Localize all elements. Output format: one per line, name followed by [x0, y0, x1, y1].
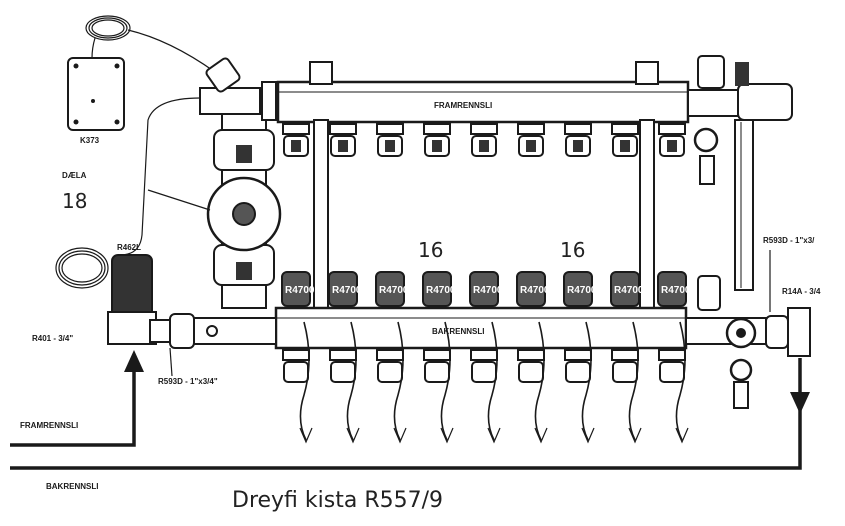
zone-count-right: 16 [560, 238, 585, 262]
loop-pipe [675, 321, 689, 444]
supply-outlet [282, 123, 310, 157]
pump-label: DÆLA [62, 171, 87, 180]
return-outlet [470, 349, 498, 383]
loop-pipe [487, 321, 501, 444]
return-cap-label: R4700 [520, 285, 550, 296]
loop-pipe [628, 321, 642, 444]
supply-outlet [611, 123, 639, 157]
supply-end-fittings [687, 55, 793, 291]
return-outlet [517, 349, 545, 383]
return-outlet [376, 349, 404, 383]
supply-outlet [329, 123, 357, 157]
return-right-fittings [685, 275, 811, 409]
supply-manifold: FRAMRENNSLI [276, 61, 690, 124]
return-outlet [282, 349, 310, 383]
return-cap-label: R4700 [426, 285, 456, 296]
supply-inlet-label: FRAMRENNSLI [20, 421, 78, 430]
return-outlets [282, 349, 686, 383]
sensor-box: K373 [67, 57, 125, 145]
return-manifold: BAKRENNSLI [274, 306, 688, 350]
return-cap: R4700 [422, 271, 456, 307]
return-cap-label: R4700 [332, 285, 362, 296]
return-cap-label: R4700 [473, 285, 503, 296]
return-cap-label: R4700 [567, 285, 597, 296]
return-bar-label: BAKRENNSLI [432, 327, 484, 336]
main-pipes [10, 350, 810, 470]
return-cap-label: R4700 [614, 285, 644, 296]
loop-pipe [346, 321, 360, 444]
capillary-coil-left [55, 247, 109, 289]
valve-right-label: R14A - 3/4 [782, 287, 821, 296]
pump-assembly [147, 107, 282, 309]
return-cap: R4700 [375, 271, 409, 307]
capillary-line [119, 97, 201, 256]
return-outlet [329, 349, 357, 383]
return-cap: R4700 [610, 271, 644, 307]
supply-outlet [564, 123, 592, 157]
supply-outlet [423, 123, 451, 157]
fitting-right-label: R593D - 1"x3/ [763, 236, 815, 245]
loop-pipe [299, 321, 313, 444]
capillary-coil-top [85, 15, 216, 73]
loop-pipe [581, 321, 595, 444]
diagram-caption: Dreyfi kista R557/9 [232, 488, 443, 513]
actuator-label: R462L [117, 243, 141, 252]
return-outlet [611, 349, 639, 383]
return-cap: R4700 [469, 271, 503, 307]
return-cap: R4700 [657, 271, 691, 307]
supply-outlet [470, 123, 498, 157]
return-cap: R4700 [281, 271, 315, 307]
return-cap: R4700 [516, 271, 550, 307]
return-outlet [658, 349, 686, 383]
supply-outlet [376, 123, 404, 157]
return-outlet [423, 349, 451, 383]
zone-count-left: 16 [418, 238, 443, 262]
valve-left-label: R401 - 3/4" [32, 334, 73, 343]
return-cap: R4700 [328, 271, 362, 307]
sensor-box-label: K373 [80, 136, 100, 145]
return-cap-label: R4700 [379, 285, 409, 296]
mixing-valve [199, 57, 277, 121]
fitting-left-label: R593D - 1"x3/4" [158, 377, 218, 386]
return-cap: R4700 [563, 271, 597, 307]
supply-outlet [517, 123, 545, 157]
return-left-fittings [107, 254, 277, 349]
loop-pipe [440, 321, 454, 444]
return-cap-label: R4700 [285, 285, 315, 296]
return-pipes [299, 321, 689, 444]
return-outlet [564, 349, 592, 383]
loop-pipe [534, 321, 548, 444]
return-cap-label: R4700 [661, 285, 691, 296]
supply-bar-label: FRAMRENNSLI [434, 101, 492, 110]
supply-outlets [282, 123, 686, 157]
supply-outlet [658, 123, 686, 157]
pump-number: 18 [62, 189, 87, 213]
loop-pipe [393, 321, 407, 444]
return-outlet-label: BAKRENNSLI [46, 482, 98, 491]
return-caps: R4700 R4700 R4700 R4700 R4700 R4700 R4700 R4700… [281, 271, 691, 307]
